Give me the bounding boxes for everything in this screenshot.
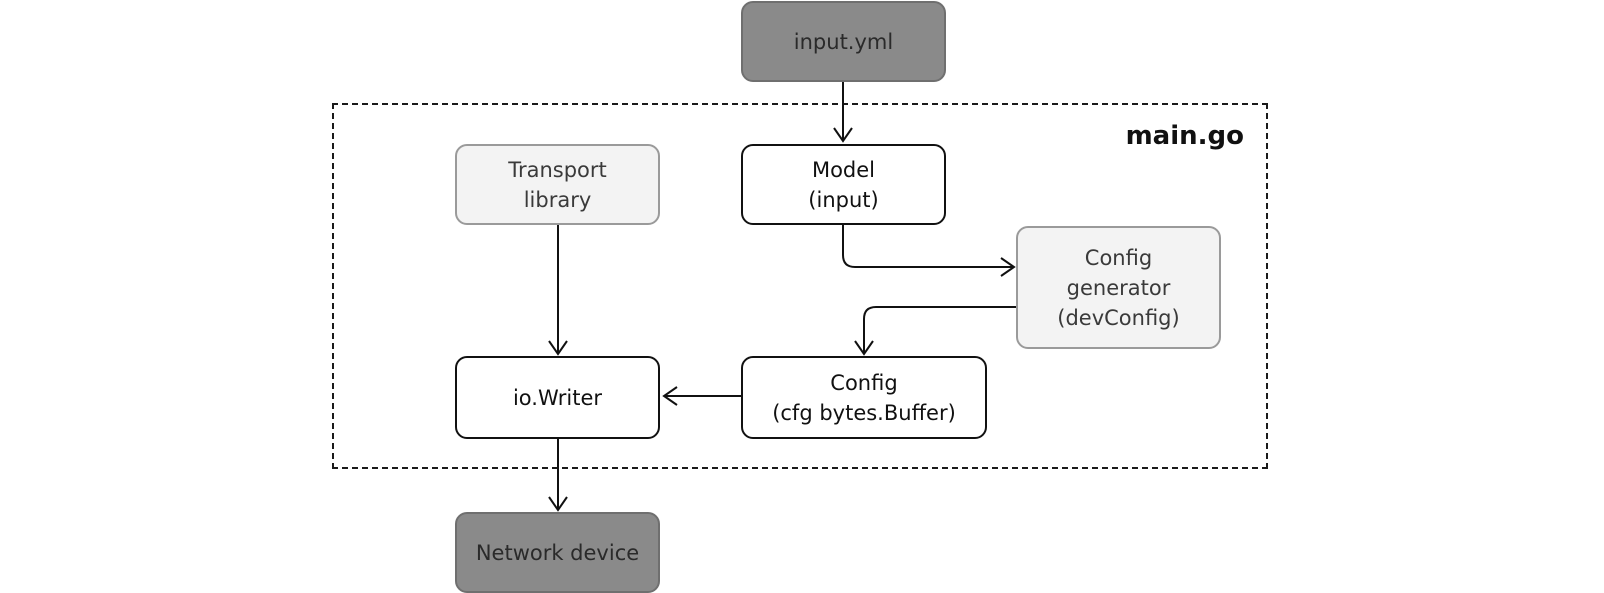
node-label: Config: [830, 370, 898, 395]
transport-library-node: Transport library: [455, 144, 660, 225]
node-label: (devConfig): [1057, 305, 1180, 330]
node-label: input.yml: [793, 29, 894, 54]
node-label: Transport: [508, 157, 607, 182]
container-label: main.go: [1125, 121, 1244, 151]
arrow-model-to-generator: [842, 225, 1014, 268]
arrowhead: [662, 386, 678, 406]
node-label: Config: [1084, 245, 1153, 270]
main-go-container: main.go: [332, 103, 1268, 469]
node-label: library: [523, 187, 592, 212]
node-label: (input): [808, 187, 879, 212]
arrowhead: [833, 127, 853, 143]
config-generator-node: Config generator (devConfig): [1016, 226, 1221, 349]
node-label: Model: [811, 157, 876, 182]
arrowhead: [548, 496, 568, 512]
network-device-node: Network device: [455, 512, 660, 593]
arrowhead: [548, 340, 568, 356]
input-yml-node: input.yml: [741, 1, 946, 82]
node-label: io.Writer: [512, 385, 603, 410]
node-label: generator: [1066, 275, 1171, 300]
io-writer-node: io.Writer: [455, 356, 660, 439]
node-label: (cfg bytes.Buffer): [772, 400, 956, 425]
model-node: Model (input): [741, 144, 946, 225]
arrowhead: [854, 340, 874, 356]
config-node: Config (cfg bytes.Buffer): [741, 356, 987, 439]
node-label: Network device: [475, 540, 640, 565]
arrowhead: [1000, 257, 1016, 277]
arrow-generator-to-config: [863, 306, 1016, 354]
